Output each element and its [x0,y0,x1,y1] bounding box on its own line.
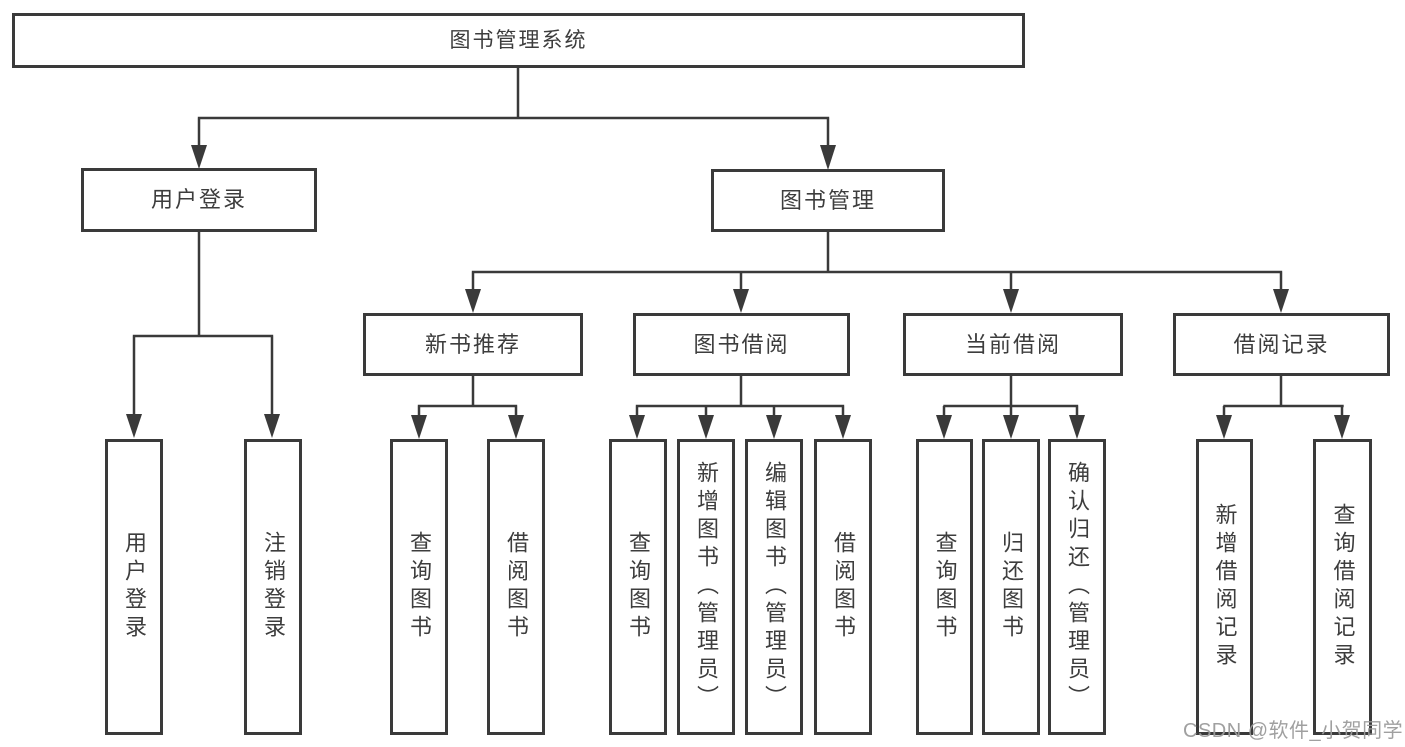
node-current-borrowing: 当前借阅 [903,313,1123,376]
leaf-add-books-admin: 新增图书（管理员） [677,439,735,735]
node-book-management: 图书管理 [711,169,945,232]
leaf-add-borrow-record: 新增借阅记录 [1196,439,1253,735]
arrowheads [126,145,1350,439]
connector-root [197,67,830,160]
leaf-query-books-recommend: 查询图书 [390,439,448,735]
leaf-logout: 注销登录 [244,439,302,735]
leaf-user-login: 用户登录 [105,439,163,735]
watermark: CSDN @软件_小贺同学 [1183,720,1404,742]
leaf-borrow-books: 借阅图书 [814,439,872,735]
node-borrowing-records: 借阅记录 [1173,313,1390,376]
connector-user-login [132,231,274,430]
leaf-confirm-return-admin: 确认归还（管理员） [1048,439,1106,735]
connector-new-book [417,375,518,430]
leaf-query-books-current: 查询图书 [916,439,973,735]
node-new-book-recommendation: 新书推荐 [363,313,583,376]
leaf-return-books: 归还图书 [982,439,1040,735]
node-book-borrowing: 图书借阅 [633,313,850,376]
node-library-system: 图书管理系统 [12,13,1025,68]
leaf-edit-books-admin: 编辑图书（管理员） [745,439,803,735]
leaf-query-books-borrowing: 查询图书 [609,439,667,735]
connector-borrowing-records [1222,375,1344,430]
leaf-query-borrow-record: 查询借阅记录 [1313,439,1372,735]
leaf-borrow-books-recommend: 借阅图书 [487,439,545,735]
connector-book-borrowing [635,375,845,430]
connector-book-management [471,231,1283,305]
node-user-login: 用户登录 [81,168,317,232]
